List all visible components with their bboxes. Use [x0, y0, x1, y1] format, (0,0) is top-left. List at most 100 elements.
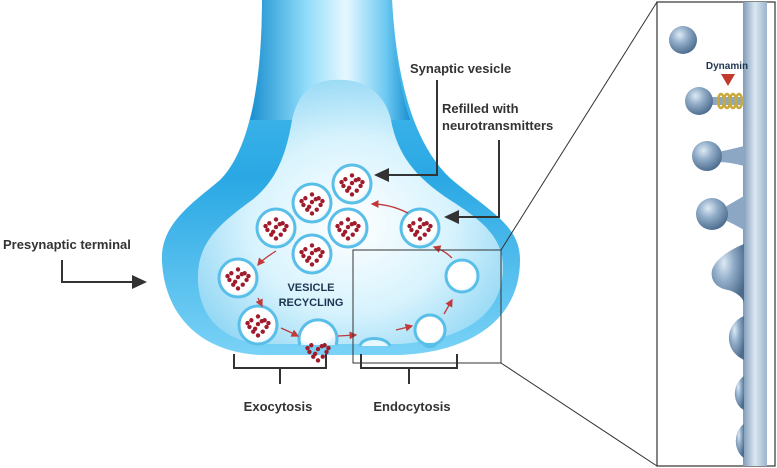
neurotransmitter-dot — [260, 329, 265, 334]
neurotransmitter-dot — [324, 349, 329, 355]
neurotransmitter-dot — [227, 277, 232, 283]
dynamin-coil — [716, 92, 744, 110]
refilled-label-line1: Refilled with — [442, 101, 519, 116]
neurotransmitter-dot — [309, 343, 314, 348]
neurotransmitter-dot — [411, 221, 416, 226]
neurotransmitter-dot — [309, 199, 315, 205]
neurotransmitter-dot — [273, 217, 279, 222]
neurotransmitter-dot — [309, 250, 315, 256]
arrowhead-icon — [444, 210, 459, 224]
neurotransmitter-dot — [306, 255, 312, 260]
neurotransmitter-dot — [313, 248, 318, 253]
budding-vesicle-neck — [696, 196, 744, 230]
neurotransmitter-dot — [240, 282, 245, 287]
neurotransmitter-dot — [319, 344, 324, 349]
neurotransmitter-dot — [318, 202, 323, 208]
neurotransmitter-dot — [349, 222, 354, 227]
arrowhead-icon — [132, 275, 147, 289]
neurotransmitter-dot — [349, 173, 355, 178]
shallow-bud — [735, 424, 744, 458]
neurotransmitter-dot — [309, 262, 315, 267]
presynaptic-terminal-pointer — [61, 260, 132, 283]
neurotransmitter-dot — [356, 223, 361, 229]
free-vesicle — [669, 26, 697, 54]
callout-arrows — [61, 80, 500, 283]
neurotransmitter-dot — [318, 253, 323, 259]
neurotransmitter-dot — [301, 253, 306, 259]
neurotransmitter-dot — [252, 326, 258, 331]
neurotransmitter-dot — [414, 229, 420, 234]
neurotransmitter-dot — [345, 236, 351, 241]
zoom-region-box — [352, 249, 502, 364]
neurotransmitter-dot — [345, 224, 351, 230]
neurotransmitter-dot — [360, 179, 365, 185]
neurotransmitter-dot — [247, 324, 252, 330]
empty-vesicle — [444, 258, 480, 294]
neurotransmitter-dot — [235, 274, 241, 280]
neurotransmitter-dot — [273, 224, 279, 230]
neurotransmitter-dot — [301, 202, 306, 208]
neurotransmitter-pointer — [458, 140, 500, 218]
neurotransmitter-dot — [273, 236, 279, 241]
neurotransmitter-dot — [306, 204, 312, 209]
shallow-bud — [734, 376, 744, 410]
neurotransmitter-dot — [277, 222, 282, 227]
neurotransmitter-dot — [320, 249, 325, 255]
neurotransmitter-dot — [326, 345, 331, 351]
vesicle-recycling-label-line1: VESICLE — [287, 282, 334, 294]
neurotransmitter-dot — [305, 345, 310, 351]
synaptic-vesicle-pointer — [388, 80, 438, 176]
neurotransmitter-dot — [267, 221, 272, 226]
neurotransmitter-dot — [315, 358, 321, 363]
neurotransmitter-dot — [225, 273, 230, 279]
neurotransmitter-dot — [315, 346, 321, 352]
dynamin-label: Dynamin — [706, 61, 748, 72]
neurotransmitter-dot — [235, 286, 241, 291]
cycle-arrow — [255, 297, 263, 308]
neurotransmitter-dot — [314, 207, 319, 212]
dynamin-vesicle — [685, 87, 744, 115]
endocytosis-bracket — [360, 354, 458, 384]
endocytosis-stages — [358, 258, 480, 349]
neurotransmitter-dot — [407, 223, 412, 229]
neurotransmitter-dot — [349, 192, 355, 197]
dynamin-inset-panel: Dynamin — [656, 1, 776, 467]
cycle-arrow — [280, 327, 300, 337]
neurotransmitter-dot — [335, 223, 340, 229]
neurotransmitter-dot — [278, 232, 283, 237]
neurotransmitter-dot — [354, 227, 359, 233]
neurotransmitter-dot — [266, 320, 271, 326]
neurotransmitter-dot — [246, 273, 251, 279]
neurotransmitter-dot — [339, 221, 344, 226]
neurotransmitter-dot — [345, 217, 351, 222]
membrane-pit — [358, 337, 392, 347]
neurotransmitter-dot — [349, 180, 355, 186]
neurotransmitter-dot — [313, 197, 318, 202]
endocytosis-label: Endocytosis — [373, 399, 450, 414]
fusing-vesicle — [297, 318, 339, 346]
dynamin-marker-icon — [721, 74, 735, 86]
budding-vesicle-neck — [692, 141, 744, 171]
presynaptic-terminal-label: Presynaptic terminal — [3, 237, 131, 252]
cycle-arrow — [395, 323, 414, 332]
neurotransmitter-dot — [342, 229, 348, 234]
neurotransmitter-dot — [320, 354, 325, 359]
neurotransmitter-dot — [337, 227, 342, 233]
neurotransmitter-dot — [255, 321, 261, 327]
neurotransmitter-dot — [350, 232, 355, 237]
zoom-connector-line — [500, 362, 658, 467]
neurotransmitter-dot — [309, 243, 315, 248]
invaginating-bud — [711, 244, 744, 304]
budding-vesicle — [413, 313, 447, 349]
neurotransmitter-dot — [303, 196, 308, 201]
neurotransmitter-dots — [225, 173, 433, 363]
neurotransmitter-dot — [299, 198, 304, 204]
refilled-label-line2: neurotransmitters — [442, 118, 553, 133]
neurotransmitter-dot — [426, 227, 431, 233]
neurotransmitter-dot — [320, 198, 325, 204]
neurotransmitter-dot — [307, 349, 312, 355]
neurotransmitter-dot — [343, 177, 348, 182]
neurotransmitter-dot — [245, 320, 250, 326]
shallow-bud — [728, 316, 744, 360]
